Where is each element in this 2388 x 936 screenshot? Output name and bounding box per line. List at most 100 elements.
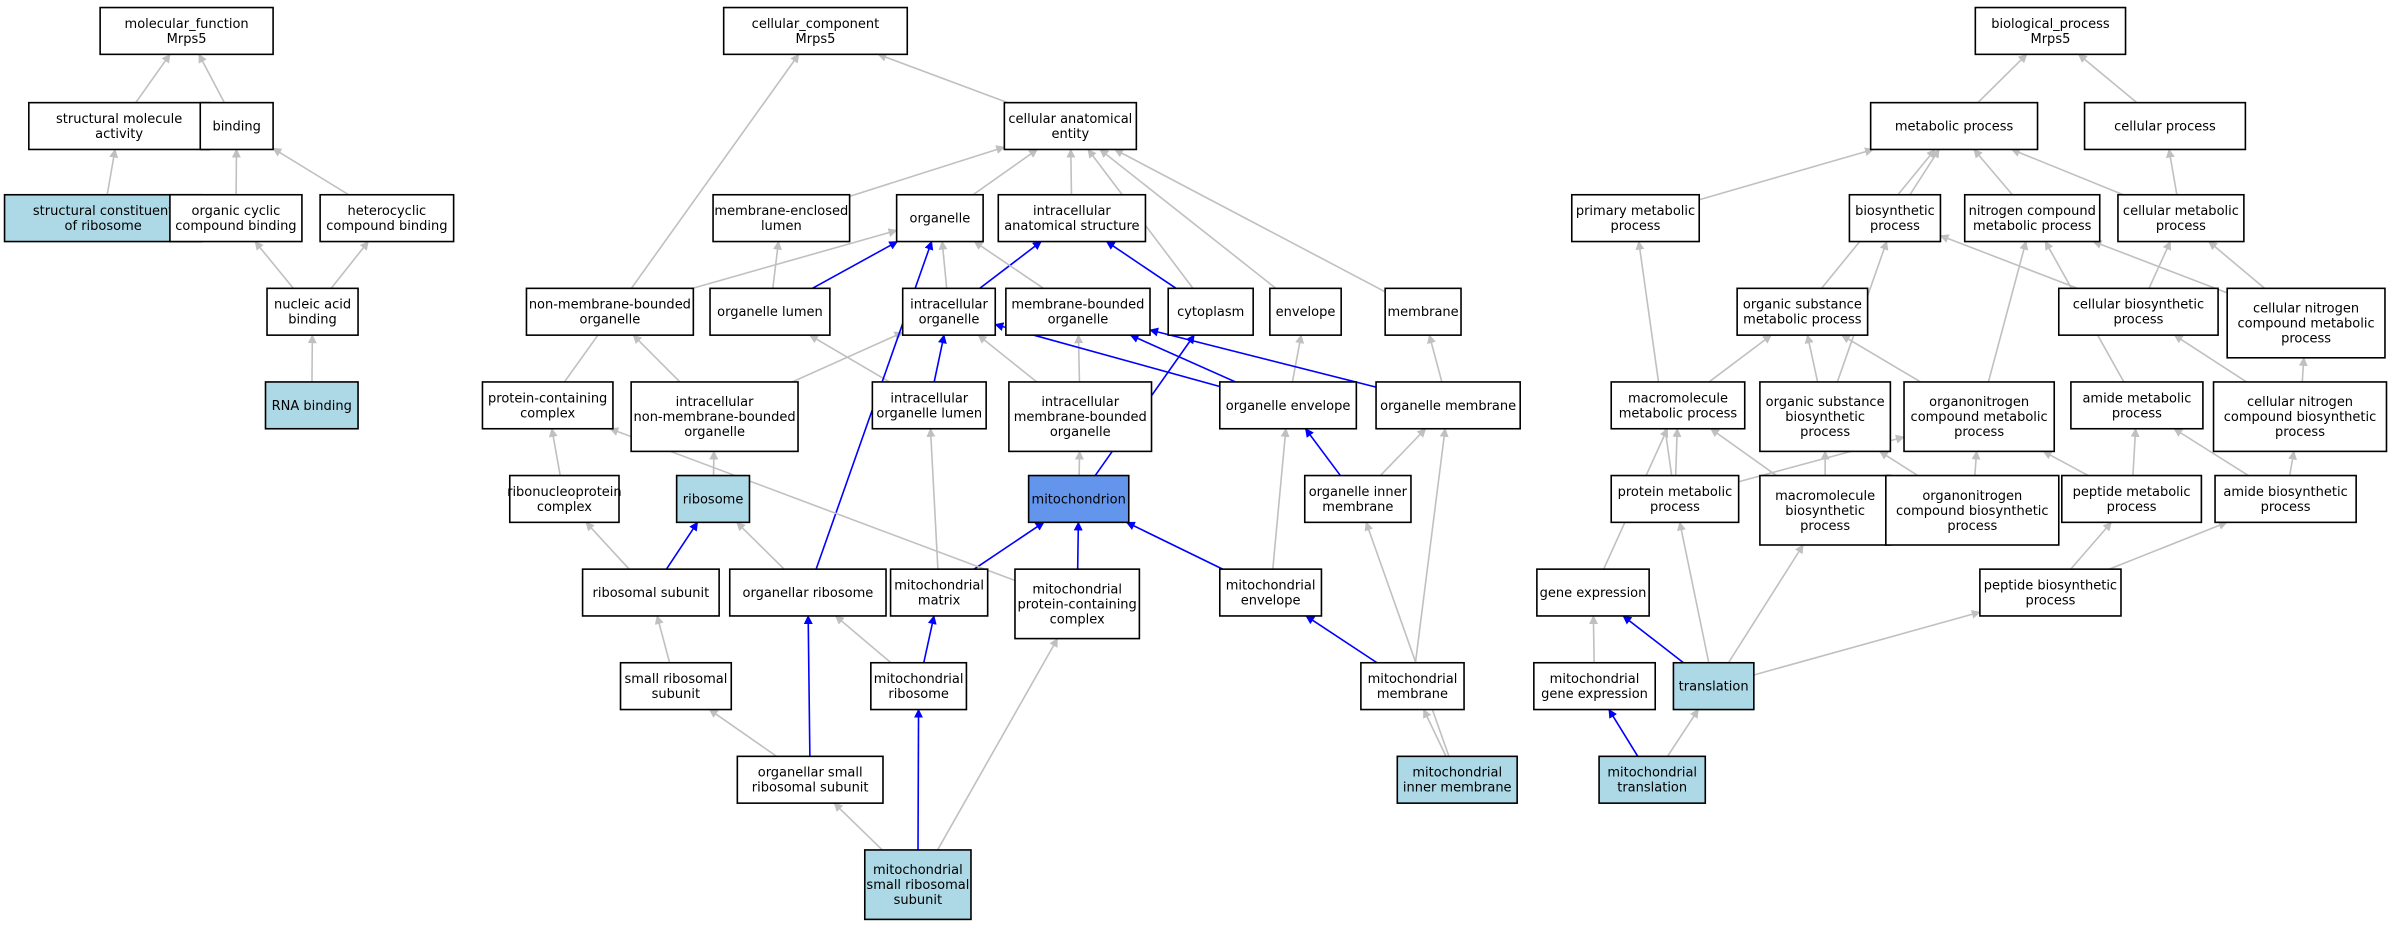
node-label-line: intracellular bbox=[890, 391, 968, 406]
go-term-node-cellproc[interactable]: cellular process bbox=[2083, 101, 2247, 151]
node-label-line: intracellular bbox=[1041, 395, 1119, 410]
go-term-node-rsu[interactable]: ribosomal subunit bbox=[581, 568, 720, 617]
go-term-node-cytoplasm[interactable]: cytoplasm bbox=[1167, 287, 1254, 336]
node-label-line: nitrogen compound bbox=[1969, 204, 2096, 219]
node-label-line: small ribosomal bbox=[624, 672, 727, 687]
is-a-edge-mmatrix-to-mito bbox=[973, 521, 1045, 570]
go-term-node-omem[interactable]: organelle membrane bbox=[1375, 381, 1521, 430]
node-label-line: ribosomal subunit bbox=[752, 781, 869, 796]
go-term-node-translation[interactable]: translation bbox=[1672, 661, 1755, 711]
node-box bbox=[1533, 661, 1657, 711]
is-a-edge-mge-to-geneexp bbox=[1589, 615, 1599, 663]
is-a-edge-organelle-to-cae bbox=[972, 148, 1038, 196]
node-label-line: primary metabolic bbox=[1576, 204, 1695, 219]
is-a-edge-scr-to-sma bbox=[106, 148, 119, 195]
is-a-edge-mssu-to-ossu bbox=[833, 802, 883, 851]
go-term-node-inmbo[interactable]: intracellularnon-membrane-boundedorganel… bbox=[630, 381, 799, 453]
is-a-edge-oim-to-omem bbox=[1379, 428, 1427, 477]
go-term-node-mito[interactable]: mitochondrion bbox=[1027, 474, 1130, 524]
go-term-node-metproc[interactable]: metabolic process bbox=[1869, 101, 2039, 151]
is-a-edge-mmatrix-to-iol bbox=[926, 427, 939, 570]
node-label-line: amide metabolic bbox=[2082, 391, 2191, 406]
node-label-line: organelle lumen bbox=[876, 406, 982, 421]
is-a-edge-iol-to-io bbox=[933, 334, 947, 383]
is-a-edge-mssu-to-mrib bbox=[914, 708, 924, 850]
node-label-line: mitochondrial bbox=[1368, 672, 1458, 687]
go-term-node-oenv[interactable]: organelle envelope bbox=[1218, 381, 1358, 430]
go-term-node-organelle[interactable]: organelle bbox=[895, 193, 984, 243]
node-label-line: protein-containing bbox=[1018, 597, 1137, 612]
is-a-edge-mbo-to-organelle bbox=[973, 240, 1044, 290]
node-label-line: process bbox=[2113, 313, 2163, 328]
node-box bbox=[1360, 661, 1465, 711]
is-a-edge-hcb-to-binding bbox=[272, 147, 350, 196]
node-box bbox=[675, 474, 751, 524]
go-term-node-binding[interactable]: binding bbox=[199, 101, 274, 151]
node-label-line: protein-containing bbox=[488, 391, 607, 406]
go-term-node-geneexp[interactable]: gene expression bbox=[1536, 568, 1650, 617]
go-term-node-orib[interactable]: organellar ribosome bbox=[728, 568, 887, 617]
node-box bbox=[736, 755, 884, 804]
go-term-node-ribosome[interactable]: ribosome bbox=[675, 474, 751, 524]
go-term-node-rnab[interactable]: RNA binding bbox=[264, 381, 359, 430]
node-box bbox=[1885, 474, 2060, 546]
node-label-line: process bbox=[2156, 219, 2206, 234]
go-term-node-membrane[interactable]: membrane bbox=[1384, 287, 1462, 336]
node-box bbox=[1384, 287, 1462, 336]
is-a-edge-cbp-to-cmp bbox=[2148, 240, 2172, 289]
is-a-edge-translation-to-mbp bbox=[1727, 544, 1804, 664]
node-label-line: organelle membrane bbox=[1380, 399, 1516, 414]
is-a-edge-mrib-to-orib bbox=[834, 615, 892, 664]
go-term-node-olumen[interactable]: organelle lumen bbox=[709, 287, 831, 336]
go-term-node-envelope[interactable]: envelope bbox=[1269, 287, 1342, 336]
